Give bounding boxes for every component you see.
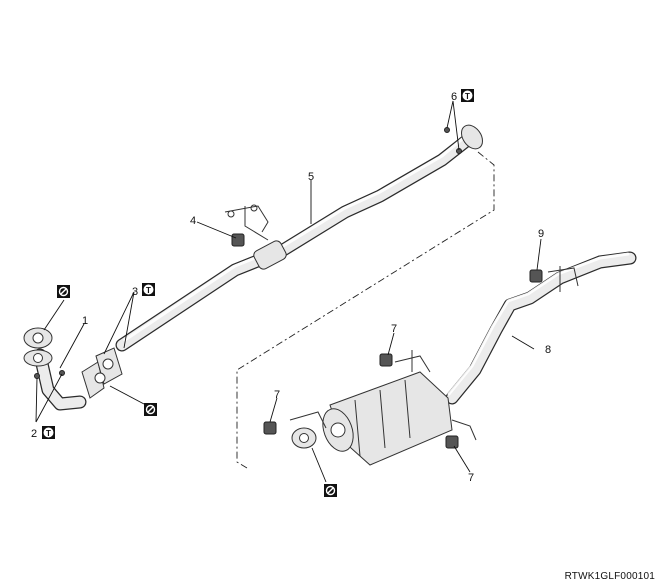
callout-7-left: 7 bbox=[274, 389, 280, 401]
muffler-bracket-rear bbox=[289, 411, 327, 429]
callout-7-upper: 7 bbox=[391, 323, 397, 335]
leader-lines bbox=[35, 100, 542, 483]
do-not-reuse-icon bbox=[144, 403, 157, 416]
callout-5: 5 bbox=[308, 171, 314, 183]
callout-1: 1 bbox=[82, 315, 88, 327]
do-not-reuse-icon bbox=[57, 285, 70, 298]
callout-8: 8 bbox=[545, 344, 551, 356]
callout-3: 3 bbox=[132, 286, 138, 298]
assembly-boundary-lines bbox=[236, 151, 495, 469]
svg-text:T: T bbox=[46, 429, 51, 438]
front-exhaust-connector bbox=[23, 327, 123, 411]
tail-pipe bbox=[445, 251, 637, 405]
callout-7-lower: 7 bbox=[468, 472, 474, 484]
muffler-hanger-rubber-front bbox=[379, 353, 393, 367]
front-pipe-hanger-rubber bbox=[231, 233, 245, 247]
callout-4: 4 bbox=[190, 215, 196, 227]
front-pipe-bracket bbox=[224, 205, 269, 241]
callout-9: 9 bbox=[538, 228, 544, 240]
no-reuse-symbols bbox=[57, 285, 337, 497]
callout-2: 2 bbox=[31, 428, 37, 440]
tighten-torque-icon: T bbox=[142, 283, 155, 296]
rubber-hangers bbox=[231, 127, 543, 449]
muffler bbox=[289, 350, 477, 466]
svg-text:T: T bbox=[146, 286, 151, 295]
tighten-torque-icon: T bbox=[42, 426, 55, 439]
figure-reference-code: RTWK1GLF000101 bbox=[564, 571, 655, 582]
muffler-hanger-rubber-side bbox=[445, 435, 459, 449]
catalytic-converter bbox=[253, 240, 287, 270]
callout-6: 6 bbox=[451, 91, 457, 103]
tighten-symbols: T T T bbox=[42, 89, 474, 439]
tighten-torque-icon: T bbox=[461, 89, 474, 102]
tail-pipe-bracket bbox=[547, 266, 579, 292]
front-pipe-gasket-a bbox=[81, 361, 105, 399]
callout-numbers: 1 2 3 4 5 6 7 7 7 8 9 bbox=[31, 91, 551, 484]
tail-pipe-hanger-rubber bbox=[529, 269, 543, 283]
front-pipe bbox=[115, 124, 483, 352]
muffler-bracket-front bbox=[394, 350, 431, 373]
svg-text:T: T bbox=[465, 92, 470, 101]
muffler-hanger-rubber-rear bbox=[263, 421, 277, 435]
do-not-reuse-icon bbox=[324, 484, 337, 497]
front-pipe-rear-flange bbox=[461, 124, 483, 150]
